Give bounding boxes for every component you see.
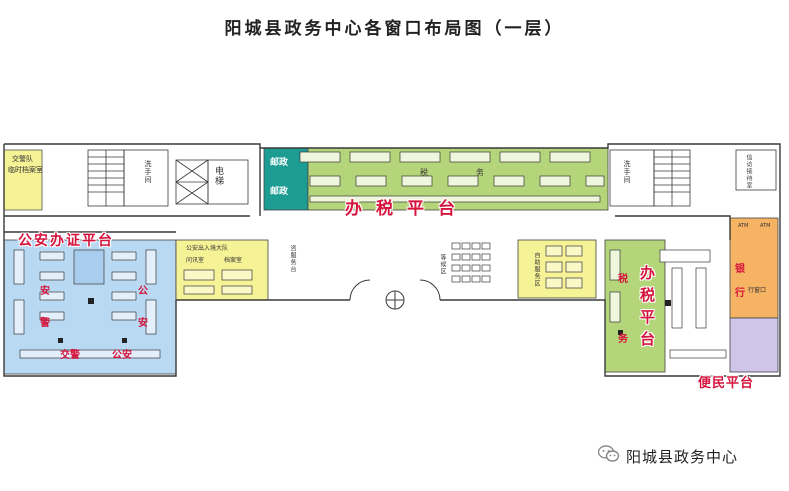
label-tax-r-2: 务 [618,334,628,345]
label-waiting: 等候区 [439,254,446,275]
label-security-3: 警 [40,318,50,329]
label-security-4: 安 [138,318,148,329]
label-records: 档案室 [224,257,243,264]
label-atm-2: ATM [760,223,771,229]
label-tax-word-2: 务 [476,168,484,177]
footer-brand: 阳城县政务中心 [597,445,739,467]
zone-label-tax-right: 办税平台 [640,264,656,348]
label-elevator: 电梯 [213,166,223,186]
label-tax-word-1: 税 [420,168,428,177]
label-public-bottom: 公安 [112,350,132,361]
label-toilet-left: 洗手间 [144,160,152,184]
wechat-icon [597,445,620,467]
label-post-1: 邮政 [270,158,289,168]
label-inquiry: 问讯室 [186,257,205,264]
zone-label-police: 公安办证平台 [18,233,114,249]
label-security-1: 安 [40,286,50,297]
label-self-service: 自助服务区 [533,252,540,287]
zone-convenience [729,317,779,373]
label-household: 公安出入境大队 [186,245,229,252]
label-traffic-bottom: 交警 [60,350,80,361]
label-reception: 咨服务台 [289,245,296,273]
label-temp-archive: 临时档案室 [8,166,43,174]
label-atm-1: ATM [738,223,749,229]
label-bank-window: 行窗口 [748,287,767,294]
label-bank-1: 银 [735,264,745,275]
label-toilet-right: 洗手间 [623,160,631,184]
label-traffic-police: 交警队 [12,155,33,163]
zone-label-tax-top: 办税平台 [345,199,469,219]
page-title: 阳城县政务中心各窗口布局图（一层） [224,19,565,39]
label-tax-r-1: 税 [618,274,628,285]
label-post-2: 邮政 [270,187,289,197]
label-bank-2: 行 [735,288,745,299]
zone-bank [729,217,779,319]
label-security-2: 公 [138,286,148,297]
zone-label-convenience: 便民平台 [698,376,755,391]
zone-traffic-police [3,149,43,211]
footer-brand-text: 阳城县政务中心 [626,447,739,466]
label-info-room: 信访接待室 [745,154,752,189]
